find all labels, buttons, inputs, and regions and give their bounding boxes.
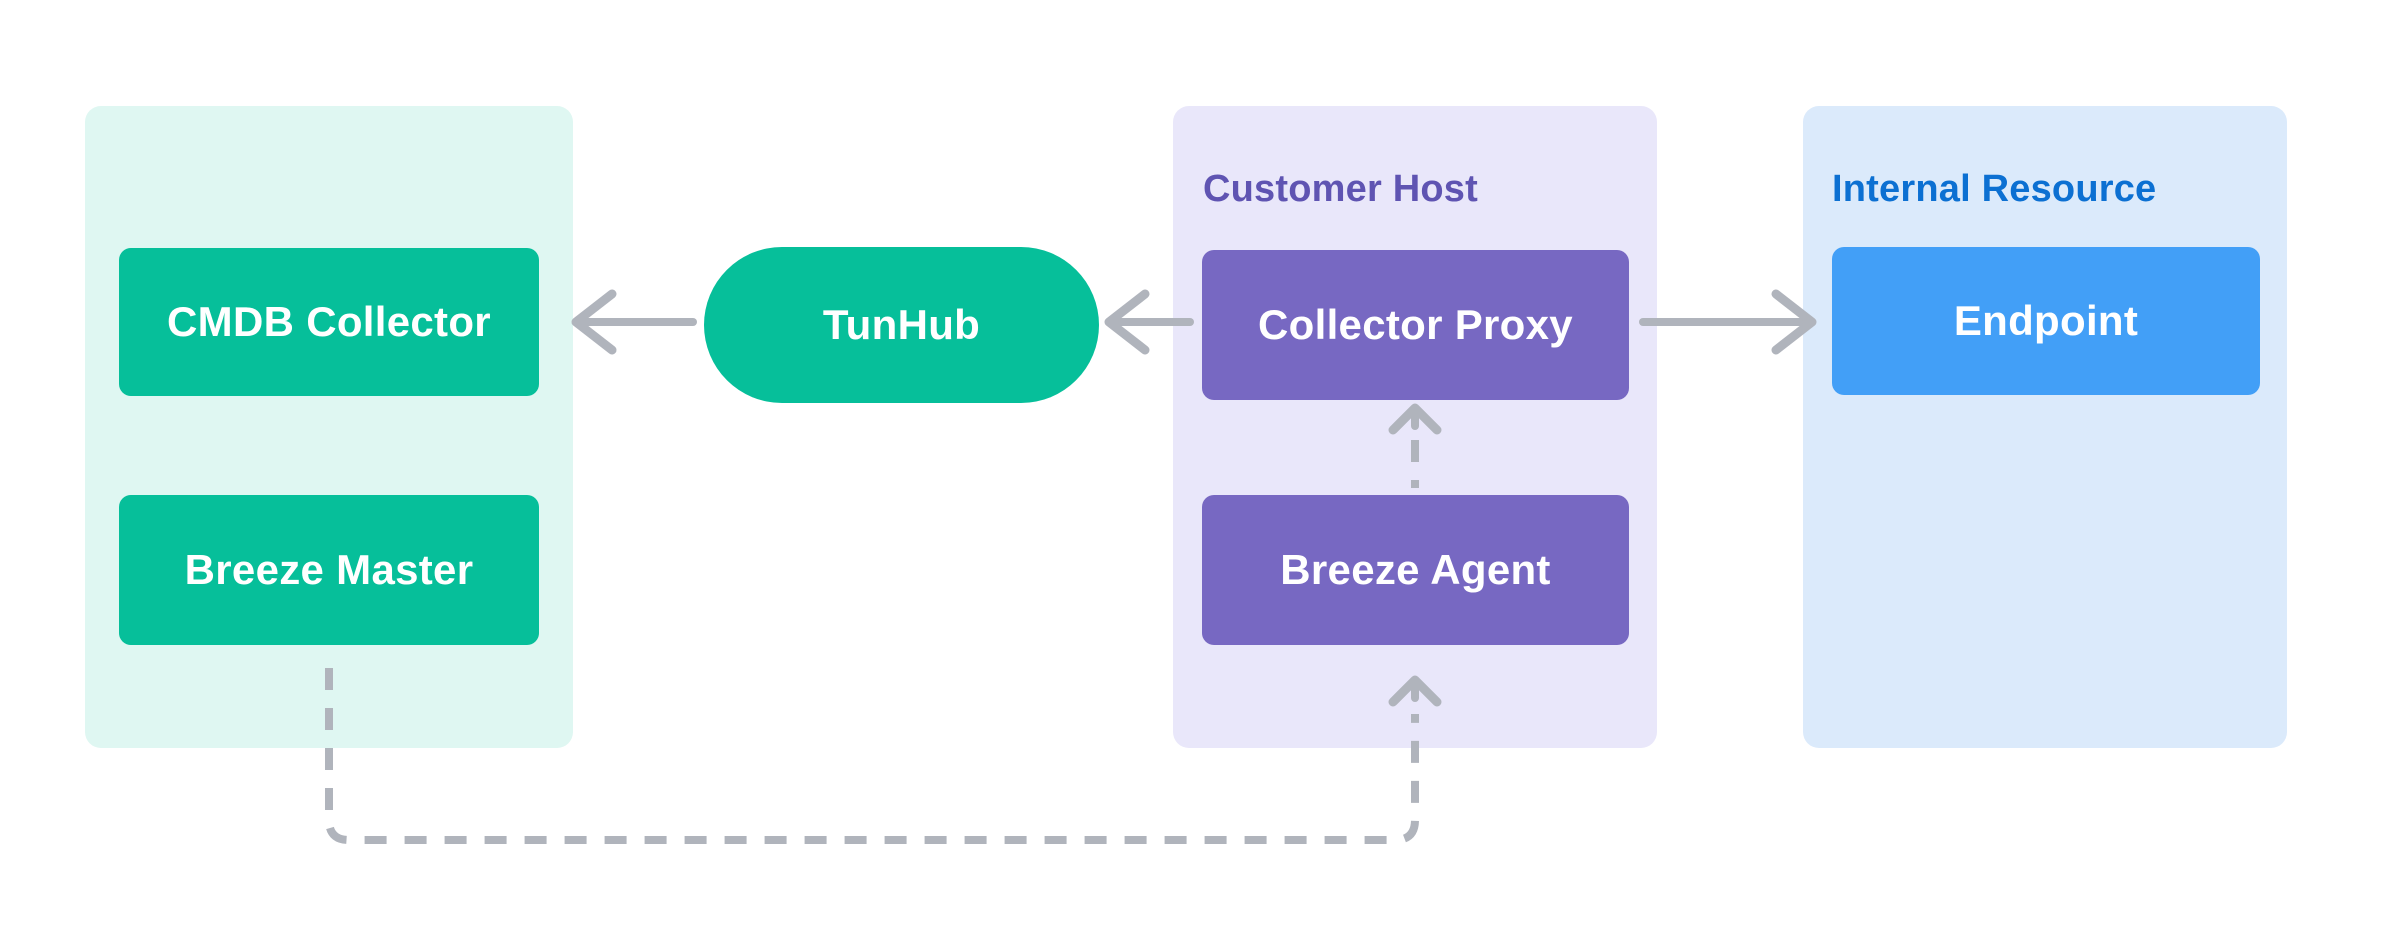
node-breeze-agent: Breeze Agent bbox=[1202, 495, 1629, 645]
node-breeze-master: Breeze Master bbox=[119, 495, 539, 645]
customer-host-title: Customer Host bbox=[1203, 168, 1478, 210]
panel-breeze-cloud bbox=[85, 106, 573, 748]
internal-resource-title: Internal Resource bbox=[1832, 168, 2157, 210]
node-cmdb-collector: CMDB Collector bbox=[119, 248, 539, 396]
panel-internal-resource bbox=[1803, 106, 2287, 748]
node-endpoint: Endpoint bbox=[1832, 247, 2260, 395]
arrow-collector-proxy-to-endpoint bbox=[1639, 289, 1817, 355]
arrow-tunhub-to-cmdb-collector bbox=[571, 289, 697, 355]
node-tunhub: TunHub bbox=[704, 247, 1099, 403]
node-collector-proxy: Collector Proxy bbox=[1202, 250, 1629, 400]
